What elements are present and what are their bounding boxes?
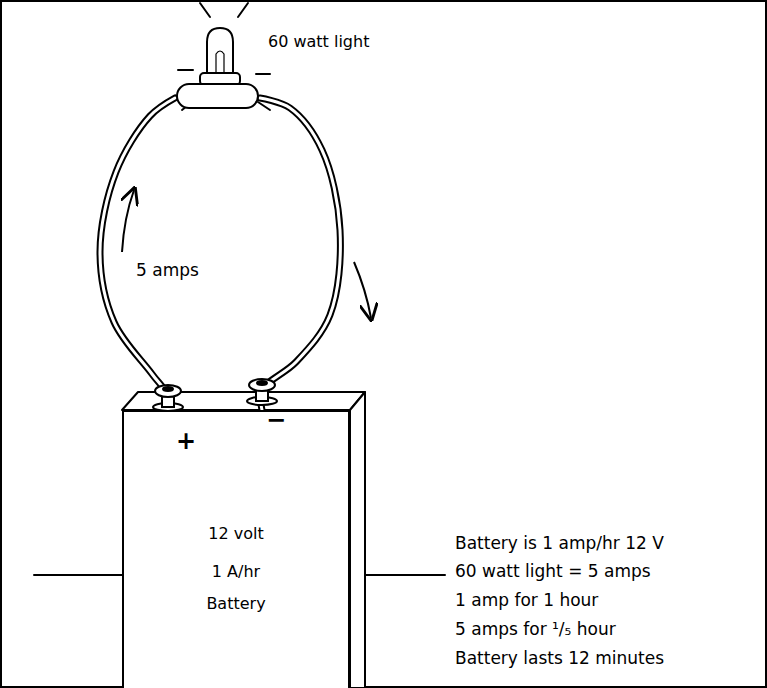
battery-label: 1 A/hr	[124, 562, 348, 582]
polarity-sign: +	[176, 431, 196, 451]
bulb-outline	[175, 28, 260, 110]
light-rays	[178, 3, 270, 110]
bulb-label: 60 watt light	[268, 32, 369, 52]
light-bulb: 60 watt light	[175, 28, 260, 110]
battery-label: 12 volt	[124, 524, 348, 544]
note-line: 5 amps for ¹/₅ hour	[455, 619, 616, 639]
note-line: Battery lasts 12 minutes	[455, 648, 664, 668]
battery-terminal	[153, 385, 183, 411]
wire-core	[260, 98, 340, 410]
wire-core	[100, 98, 175, 410]
note-line: 1 amp for 1 hour	[455, 590, 598, 610]
wire-outline	[260, 98, 340, 410]
polarity-sign: −	[266, 410, 286, 430]
bulb-glass	[207, 28, 233, 76]
battery-label: Battery	[124, 594, 348, 614]
battery-side	[350, 392, 365, 688]
note-line: 60 watt light = 5 amps	[455, 561, 651, 581]
bulb-filament	[216, 51, 224, 72]
current-label: 5 amps	[136, 260, 199, 280]
wire	[260, 98, 340, 410]
battery-terminal	[247, 379, 277, 405]
wire	[100, 98, 175, 410]
battery-box: 12 volt 1 A/hrBattery	[122, 410, 350, 688]
current-arrow	[354, 262, 371, 318]
wire-outline	[100, 98, 175, 410]
note-line: Battery is 1 amp/hr 12 V	[455, 533, 664, 553]
bulb-socket	[177, 84, 258, 108]
current-arrow	[122, 190, 134, 252]
